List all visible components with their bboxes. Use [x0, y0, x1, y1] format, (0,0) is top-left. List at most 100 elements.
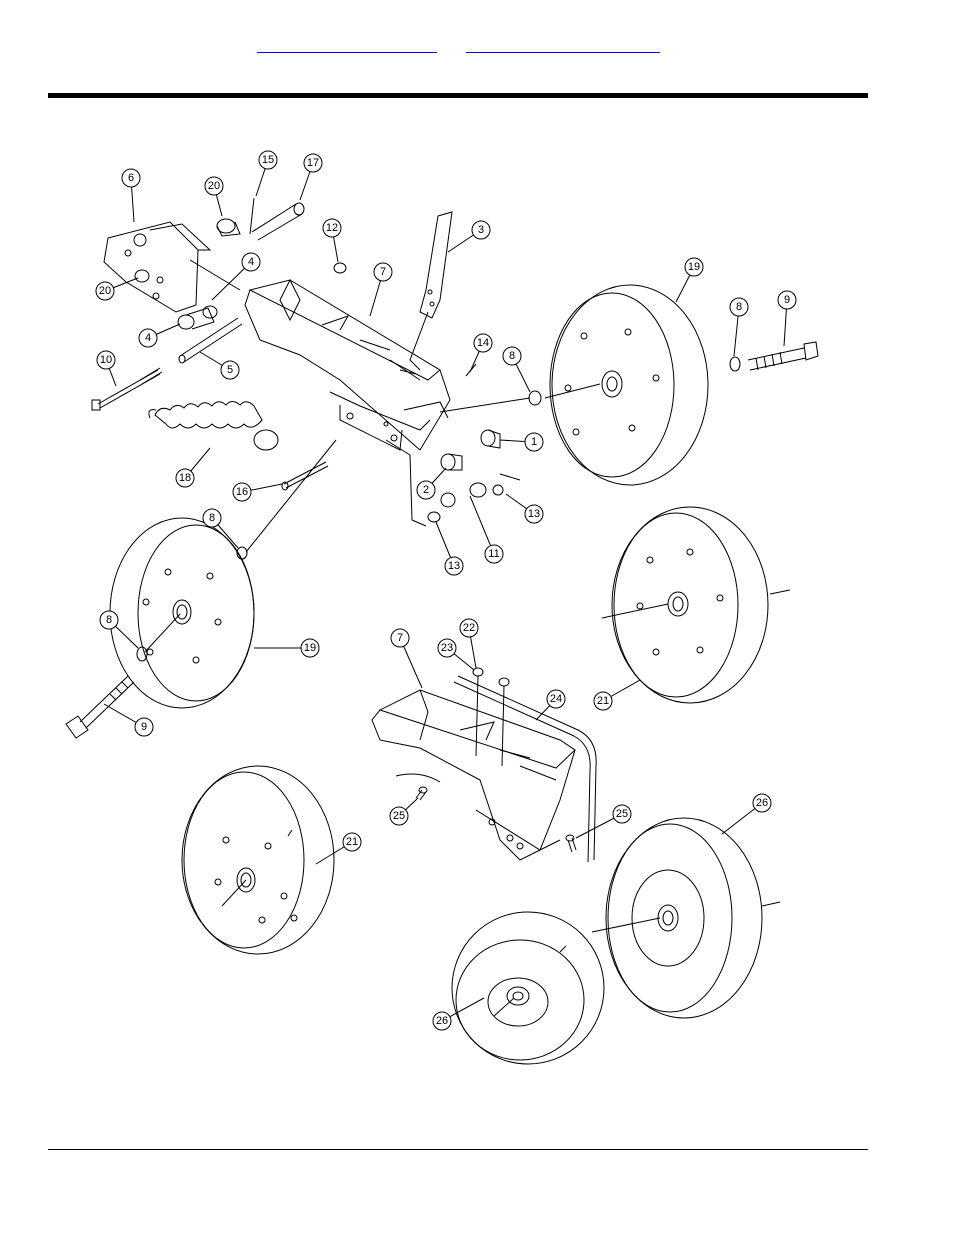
bolt-10	[91, 367, 163, 411]
svg-text:22: 22	[463, 622, 475, 634]
bolt-9-left	[65, 675, 135, 739]
svg-text:5: 5	[227, 364, 233, 376]
svg-text:21: 21	[346, 836, 358, 848]
callout: 13	[505, 493, 544, 524]
svg-text:25: 25	[393, 810, 405, 822]
svg-text:19: 19	[688, 261, 700, 273]
callout: 18	[175, 447, 211, 488]
svg-text:15: 15	[262, 154, 274, 166]
callout: 8	[99, 610, 139, 649]
svg-text:1: 1	[531, 436, 537, 448]
svg-text:4: 4	[145, 332, 151, 344]
header-link-left[interactable]	[257, 36, 437, 53]
svg-text:12: 12	[326, 222, 338, 234]
svg-text:14: 14	[477, 337, 489, 349]
bolt-9-right	[747, 341, 819, 371]
callout: 24	[535, 689, 566, 721]
frame-bottom	[371, 689, 576, 861]
callout: 15	[255, 150, 278, 197]
callout: 9	[103, 703, 154, 737]
callout: 23	[437, 638, 475, 671]
wheel-21-right	[601, 506, 791, 704]
svg-text:8: 8	[106, 614, 112, 626]
callout: 22	[459, 618, 479, 669]
callout: 16	[232, 482, 283, 502]
svg-text:8: 8	[509, 350, 515, 362]
svg-text:20: 20	[99, 285, 111, 297]
svg-text:26: 26	[756, 797, 768, 809]
pin-15	[249, 197, 255, 235]
wheel-19-right	[544, 284, 709, 486]
pin-17	[251, 202, 305, 241]
callout: 26	[721, 793, 772, 835]
callout: 21	[315, 832, 362, 865]
svg-text:11: 11	[488, 548, 499, 560]
svg-text:7: 7	[397, 632, 403, 644]
svg-text:8: 8	[209, 512, 215, 524]
callout: 11	[469, 495, 504, 564]
lever-3	[409, 211, 453, 371]
pin-16	[281, 461, 329, 491]
callout: 8	[502, 346, 531, 393]
svg-text:20: 20	[208, 180, 220, 192]
callout: 26	[432, 997, 485, 1031]
rod-24	[453, 675, 597, 863]
svg-text:3: 3	[478, 224, 484, 236]
callout: 4	[138, 323, 181, 348]
svg-text:8: 8	[736, 301, 742, 313]
callout: 20	[95, 277, 139, 301]
callout: 25	[575, 804, 632, 839]
callout: 17	[299, 153, 323, 201]
exploded-parts-diagram: 1 2 3 4 4 5 6 7 7 8 8 8 8 9 9 10 11 12 1…	[65, 150, 819, 1065]
disc-26-right	[591, 817, 781, 1019]
washer-8b	[729, 356, 741, 372]
svg-text:19: 19	[304, 642, 316, 654]
svg-text:23: 23	[441, 642, 453, 654]
callout: 10	[96, 350, 117, 387]
bushing-1	[480, 429, 501, 449]
disc-26-left	[451, 911, 605, 1065]
callout: 9	[777, 290, 797, 347]
svg-text:26: 26	[436, 1015, 448, 1027]
callout: 25	[389, 797, 419, 826]
svg-text:10: 10	[100, 354, 112, 366]
callout: 12	[322, 218, 342, 263]
header-link-right[interactable]	[466, 36, 660, 53]
callout: 4	[211, 252, 261, 301]
callout: 19	[675, 257, 704, 303]
screws-25	[415, 786, 577, 853]
callout: 13	[435, 521, 464, 576]
callout: 21	[593, 679, 641, 711]
callout: 20	[204, 176, 224, 217]
svg-text:4: 4	[248, 256, 254, 268]
svg-text:13: 13	[448, 560, 460, 572]
washer-8d	[136, 646, 148, 662]
mount-bracket	[103, 221, 241, 313]
wheel-19-left	[109, 517, 255, 709]
callout: 19	[254, 638, 320, 658]
svg-text:21: 21	[597, 695, 609, 707]
frame-top	[244, 278, 451, 527]
wheel-21-left	[181, 765, 335, 955]
svg-text:17: 17	[307, 157, 319, 169]
bushing-2	[440, 453, 463, 471]
hardware-11-13	[427, 473, 521, 523]
header-rule	[48, 93, 868, 98]
rod-5	[178, 317, 243, 364]
callout: 6	[121, 168, 141, 223]
washer-8a	[528, 390, 542, 406]
svg-text:24: 24	[550, 693, 562, 705]
footer-rule	[48, 1149, 868, 1150]
svg-text:13: 13	[528, 508, 540, 520]
callout: 1	[499, 432, 544, 452]
callout: 7	[369, 262, 393, 317]
nut-12	[333, 262, 347, 274]
callout: 3	[447, 220, 491, 253]
callout: 14	[469, 333, 493, 373]
svg-text:9: 9	[141, 721, 147, 733]
svg-text:25: 25	[616, 808, 628, 820]
callouts: 1 2 3 4 4 5 6 7 7 8 8 8 8 9 9 10 11 12 1…	[95, 150, 797, 1031]
callout: 8	[729, 297, 749, 357]
callout: 5	[199, 351, 240, 380]
callout: 7	[390, 628, 423, 689]
